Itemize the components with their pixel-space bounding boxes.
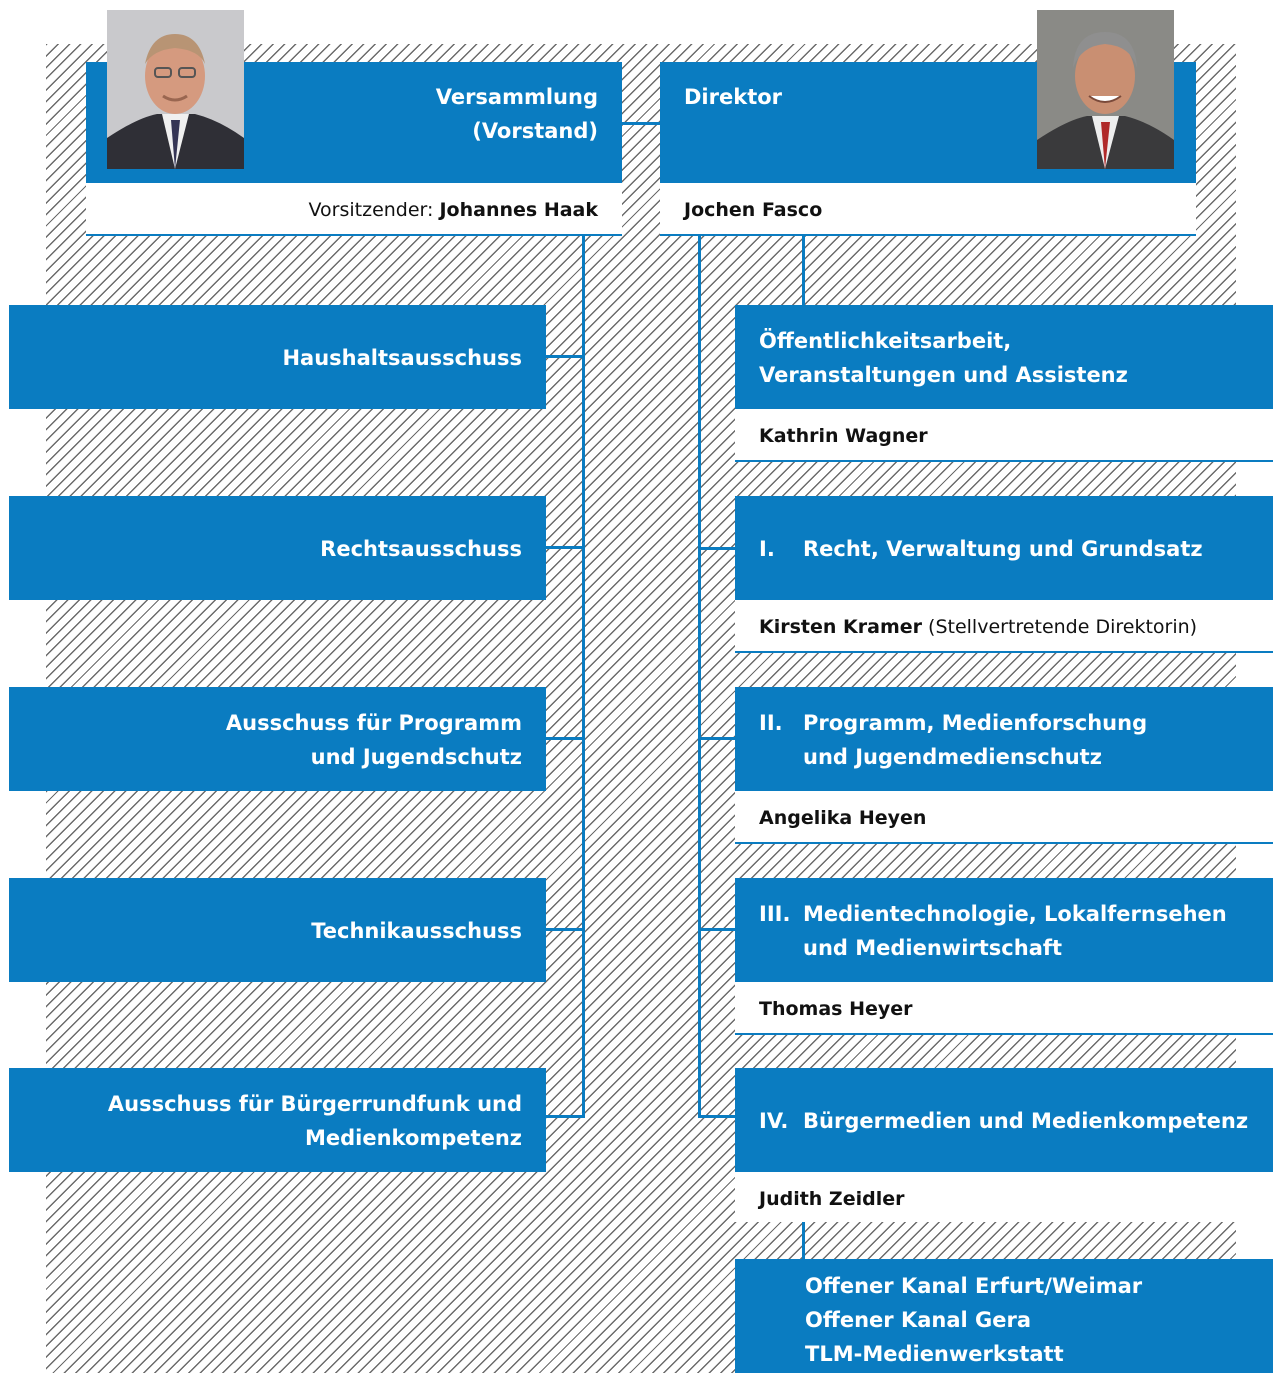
abteilung-person-name: Judith Zeidler <box>759 1188 905 1210</box>
abteilung-box: I. Recht, Verwaltung und Grundsatz <box>735 496 1273 600</box>
ausschuss-label: Ausschuss für Bürgerrundfunk und <box>107 1092 522 1116</box>
right-spine <box>698 236 701 1118</box>
abteilung-box: III. Medientechnologie, Lokalfernsehen un… <box>735 878 1273 982</box>
versammlung-title-line2: (Vorstand) <box>472 119 598 143</box>
ausschuss-label: Ausschuss für Programm <box>225 711 522 735</box>
left-branch-4 <box>546 928 585 931</box>
ausschuss-box: Technikausschuss <box>9 878 546 982</box>
versammlung-person-row: Vorsitzender: Johannes Haak <box>86 183 622 236</box>
ausschuss-label: Technikausschuss <box>311 919 522 943</box>
ausschuss-box: Ausschuss für Bürgerrundfunk und Medienk… <box>9 1068 546 1172</box>
abteilung-person-row: Judith Zeidler <box>735 1172 1273 1222</box>
ausschuss-label: und Jugendschutz <box>310 745 522 769</box>
abteilung-person-row: Kirsten Kramer (Stellvertretende Direkto… <box>735 600 1273 653</box>
abteilung-label: Programm, Medienforschung <box>803 711 1148 735</box>
chairman-name: Johannes Haak <box>439 199 598 221</box>
right-branch-1 <box>698 547 735 550</box>
abteilung-person-row: Angelika Heyen <box>735 791 1273 844</box>
einrichtung-label: TLM-Medienwerkstatt <box>805 1342 1064 1366</box>
ausschuss-label: Rechtsausschuss <box>320 537 522 561</box>
abteilung-number: IV. <box>759 1109 789 1133</box>
direktor-person-row: Jochen Fasco <box>660 183 1196 236</box>
einrichtungen-box: Offener Kanal Erfurt/Weimar Offener Kana… <box>735 1259 1273 1373</box>
left-spine <box>582 236 585 1118</box>
left-branch-5 <box>546 1115 585 1118</box>
director-name: Jochen Fasco <box>684 199 823 221</box>
direktor-title: Direktor <box>684 85 783 109</box>
top-connector <box>622 122 660 125</box>
abteilung-person-name: Thomas Heyer <box>759 998 913 1020</box>
abteilung-label: und Medienwirtschaft <box>803 936 1063 960</box>
abteilung-label: Öffentlichkeitsarbeit, <box>759 329 1012 353</box>
abteilung-person-row: Kathrin Wagner <box>735 409 1273 462</box>
abteilung-label: Medientechnologie, Lokalfernsehen <box>803 902 1227 926</box>
ausschuss-box: Haushaltsausschuss <box>9 305 546 409</box>
left-branch-2 <box>546 546 585 549</box>
abteilung-label: Bürgermedien und Medienkompetenz <box>803 1109 1249 1133</box>
abteilung-person-name: Kathrin Wagner <box>759 425 928 447</box>
abteilung-person-name: Kirsten Kramer <box>759 616 922 638</box>
director-photo <box>1037 10 1174 169</box>
right-stub-top <box>802 236 805 305</box>
right-branch-2 <box>698 737 735 740</box>
ausschuss-box: Ausschuss für Programm und Jugendschutz <box>9 687 546 791</box>
abteilung-label: und Jugendmedienschutz <box>803 745 1102 769</box>
abteilung-box: Öffentlichkeitsarbeit, Veranstaltungen u… <box>735 305 1273 409</box>
ausschuss-label: Medienkompetenz <box>304 1126 522 1150</box>
abteilung-person-name: Angelika Heyen <box>759 807 927 829</box>
abteilung-label: Veranstaltungen und Assistenz <box>759 363 1128 387</box>
einrichtung-label: Offener Kanal Erfurt/Weimar <box>805 1274 1143 1298</box>
abteilung-number: III. <box>759 902 791 926</box>
left-branch-1 <box>546 355 585 358</box>
versammlung-title-line1: Versammlung <box>435 85 598 109</box>
abteilung-number: I. <box>759 537 775 561</box>
ausschuss-box: Rechtsausschuss <box>9 496 546 600</box>
abteilung-person-note: (Stellvertretende Direktorin) <box>922 616 1198 638</box>
right-stub-bottom <box>802 1222 805 1259</box>
chairman-photo <box>107 10 244 169</box>
abteilung-label: Recht, Verwaltung und Grundsatz <box>803 537 1203 561</box>
chairman-role-label: Vorsitzender: <box>308 199 440 221</box>
right-branch-3 <box>698 928 735 931</box>
abteilung-number: II. <box>759 711 783 735</box>
einrichtung-label: Offener Kanal Gera <box>805 1308 1032 1332</box>
abteilung-person-row: Thomas Heyer <box>735 982 1273 1035</box>
right-branch-4 <box>698 1115 735 1118</box>
abteilung-box: IV. Bürgermedien und Medienkompetenz <box>735 1068 1273 1172</box>
ausschuss-label: Haushaltsausschuss <box>282 346 522 370</box>
abteilung-box: II. Programm, Medienforschung und Jugendm… <box>735 687 1273 791</box>
left-branch-3 <box>546 737 585 740</box>
